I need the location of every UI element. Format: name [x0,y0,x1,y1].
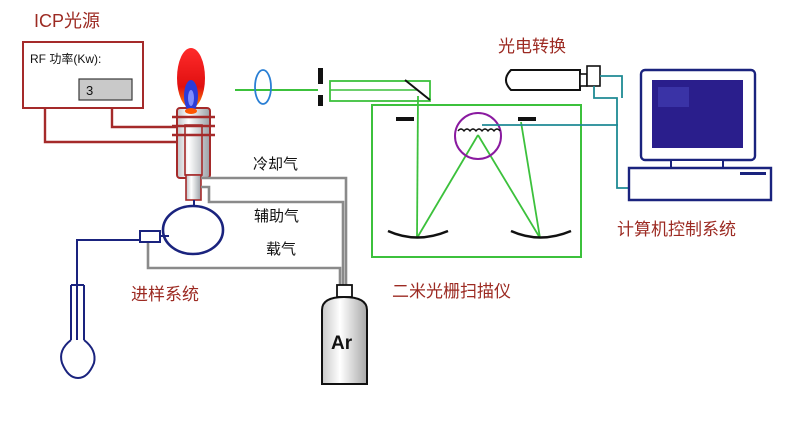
sample-flask [60,239,140,380]
computer-control-label: 计算机控制系统 [617,220,736,239]
converter-to-computer-cable [593,75,630,189]
folding-mirror [404,79,431,101]
sample-system-label: 进样系统 [131,285,199,304]
auxiliary-gas-label: 辅助气 [254,208,299,225]
rf-power-panel: RF 功率(Kw): 3 [22,41,144,109]
induction-coil [172,115,215,137]
rf-power-input[interactable] [78,78,133,101]
grating-scanner-label: 二米光栅扫描仪 [392,282,511,301]
argon-label: Ar [331,333,353,354]
carrier-gas-label: 载气 [266,241,296,258]
spray-chamber [139,200,225,256]
plasma-flame [177,48,205,114]
rf-wires [43,108,178,144]
rf-power-value: 3 [86,83,93,98]
argon-cylinder [321,284,368,385]
gas-lines [146,176,348,293]
photoelectric-conversion-label: 光电转换 [498,37,566,56]
cooling-gas-label: 冷却气 [253,156,298,173]
collimating-mirror [387,229,449,239]
diffraction-grating [454,112,502,160]
nebulizer [139,230,161,243]
focusing-lens [254,69,272,105]
optical-path-entrance [235,68,431,106]
grating-scanner [371,95,582,258]
photomultiplier-tube [505,65,601,91]
camera-mirror [510,229,572,239]
computer [627,68,773,202]
icp-source-title: ICP光源 [34,11,100,31]
rf-power-label: RF 功率(Kw): [30,51,101,66]
